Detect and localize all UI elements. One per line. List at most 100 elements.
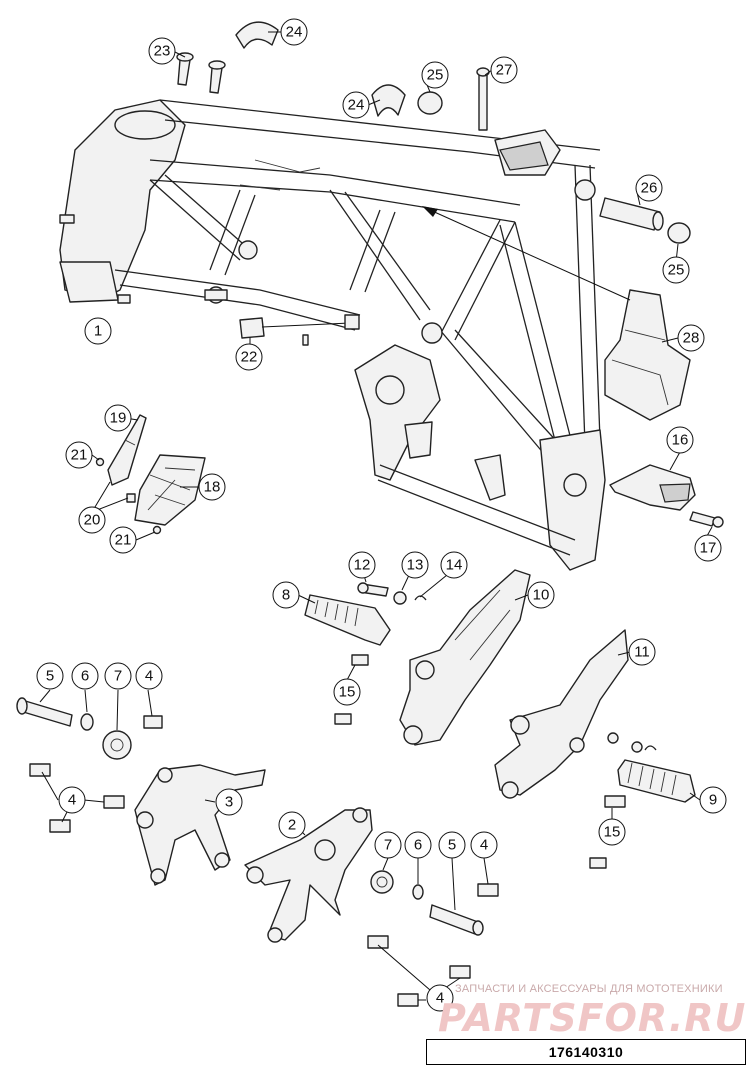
callout-circle — [333, 678, 361, 706]
callout-number: 5 — [46, 668, 54, 685]
callout-circle — [104, 662, 132, 690]
callout-18: 18 — [198, 473, 226, 501]
callout-circle — [421, 61, 449, 89]
callout-circle — [215, 788, 243, 816]
callout-circle — [36, 662, 64, 690]
callout-15: 15 — [598, 818, 626, 846]
callout-23: 23 — [148, 37, 176, 65]
callout-6: 6 — [404, 831, 432, 859]
callout-20: 20 — [78, 506, 106, 534]
callout-number: 25 — [427, 67, 444, 84]
callout-circle — [426, 984, 454, 1012]
bolt-part-15 — [334, 654, 626, 869]
callout-6: 6 — [71, 662, 99, 690]
bushing-half-shell-part-24 — [235, 21, 406, 117]
callout-circle — [662, 256, 690, 284]
footrest-bracket-part-10 — [399, 569, 531, 746]
callout-number: 2 — [288, 817, 296, 834]
callout-number: 4 — [68, 792, 76, 809]
assembly-arrow — [422, 206, 631, 301]
callout-5: 5 — [438, 831, 466, 859]
callout-circle — [527, 581, 555, 609]
callout-24: 24 — [342, 91, 370, 119]
callout-19: 19 — [104, 404, 132, 432]
callout-circle — [635, 174, 663, 202]
footrest-bracket-part-11 — [494, 629, 629, 799]
callout-number: 14 — [446, 557, 463, 574]
callout-number: 3 — [225, 794, 233, 811]
callout-circle — [342, 91, 370, 119]
watermark-logo: PARTSFOR.RU — [438, 996, 747, 1040]
callout-circle — [404, 831, 432, 859]
callout-circle — [374, 831, 402, 859]
sensor-part-19 — [107, 414, 147, 486]
pin-part-12 — [357, 582, 389, 597]
callout-4: 4 — [135, 662, 163, 690]
callout-number: 27 — [496, 62, 513, 79]
callout-circle — [109, 526, 137, 554]
callout-number: 19 — [110, 410, 127, 427]
callout-number: 23 — [154, 43, 171, 60]
callout-27: 27 — [490, 56, 518, 84]
callout-25: 25 — [662, 256, 690, 284]
callout-circle — [490, 56, 518, 84]
callout-10: 10 — [527, 581, 555, 609]
callout-13: 13 — [401, 551, 429, 579]
callout-number: 15 — [339, 684, 356, 701]
callout-circle — [71, 662, 99, 690]
callout-16: 16 — [666, 426, 694, 454]
callout-number: 24 — [348, 97, 365, 114]
callout-3: 3 — [215, 788, 243, 816]
bracket-part-2 — [244, 807, 373, 943]
callout-circle — [401, 551, 429, 579]
callout-5: 5 — [36, 662, 64, 690]
callout-24: 24 — [280, 18, 308, 46]
callout-circle — [598, 818, 626, 846]
callout-number: 20 — [84, 512, 101, 529]
bolt-part-27 — [476, 67, 490, 131]
callout-number: 11 — [634, 644, 650, 661]
callout-number: 22 — [241, 349, 258, 366]
callout-circle — [470, 831, 498, 859]
callout-number: 24 — [286, 24, 303, 41]
washer-part-6-left — [80, 713, 94, 731]
bolt-part-4-left — [29, 715, 163, 833]
callout-number: 21 — [71, 447, 88, 464]
drawing-number: 176140310 — [548, 1044, 624, 1060]
footpeg-part-8 — [304, 594, 391, 646]
callout-circle — [278, 811, 306, 839]
callout-circle — [440, 551, 468, 579]
callout-14: 14 — [440, 551, 468, 579]
callout-circle — [272, 581, 300, 609]
washer-part-6-right — [412, 884, 424, 900]
callout-number: 4 — [480, 837, 488, 854]
cap-part-25 — [417, 91, 691, 244]
callout-circle — [65, 441, 93, 469]
callout-number: 5 — [448, 837, 456, 854]
callout-circle — [677, 324, 705, 352]
callout-28: 28 — [677, 324, 705, 352]
callout-15: 15 — [333, 678, 361, 706]
clip-part-14 — [414, 595, 427, 601]
washer-part-13 — [393, 591, 407, 605]
callout-21: 21 — [109, 526, 137, 554]
callout-number: 15 — [604, 824, 621, 841]
callout-circle — [699, 786, 727, 814]
callout-number: 10 — [533, 587, 550, 604]
callout-circle — [84, 317, 112, 345]
callout-8: 8 — [272, 581, 300, 609]
bolt-part-5-right — [429, 904, 484, 936]
callout-circle — [78, 506, 106, 534]
callout-number: 16 — [672, 432, 689, 449]
callout-17: 17 — [694, 534, 722, 562]
callout-number: 6 — [81, 668, 89, 685]
callout-21: 21 — [65, 441, 93, 469]
callout-7: 7 — [104, 662, 132, 690]
sleeve-part-26 — [599, 197, 664, 231]
callout-number: 9 — [709, 792, 717, 809]
callout-circle — [135, 662, 163, 690]
callout-number: 7 — [384, 837, 392, 854]
callout-circle — [694, 534, 722, 562]
pin-part-23 — [176, 52, 226, 94]
callout-circle — [198, 473, 226, 501]
